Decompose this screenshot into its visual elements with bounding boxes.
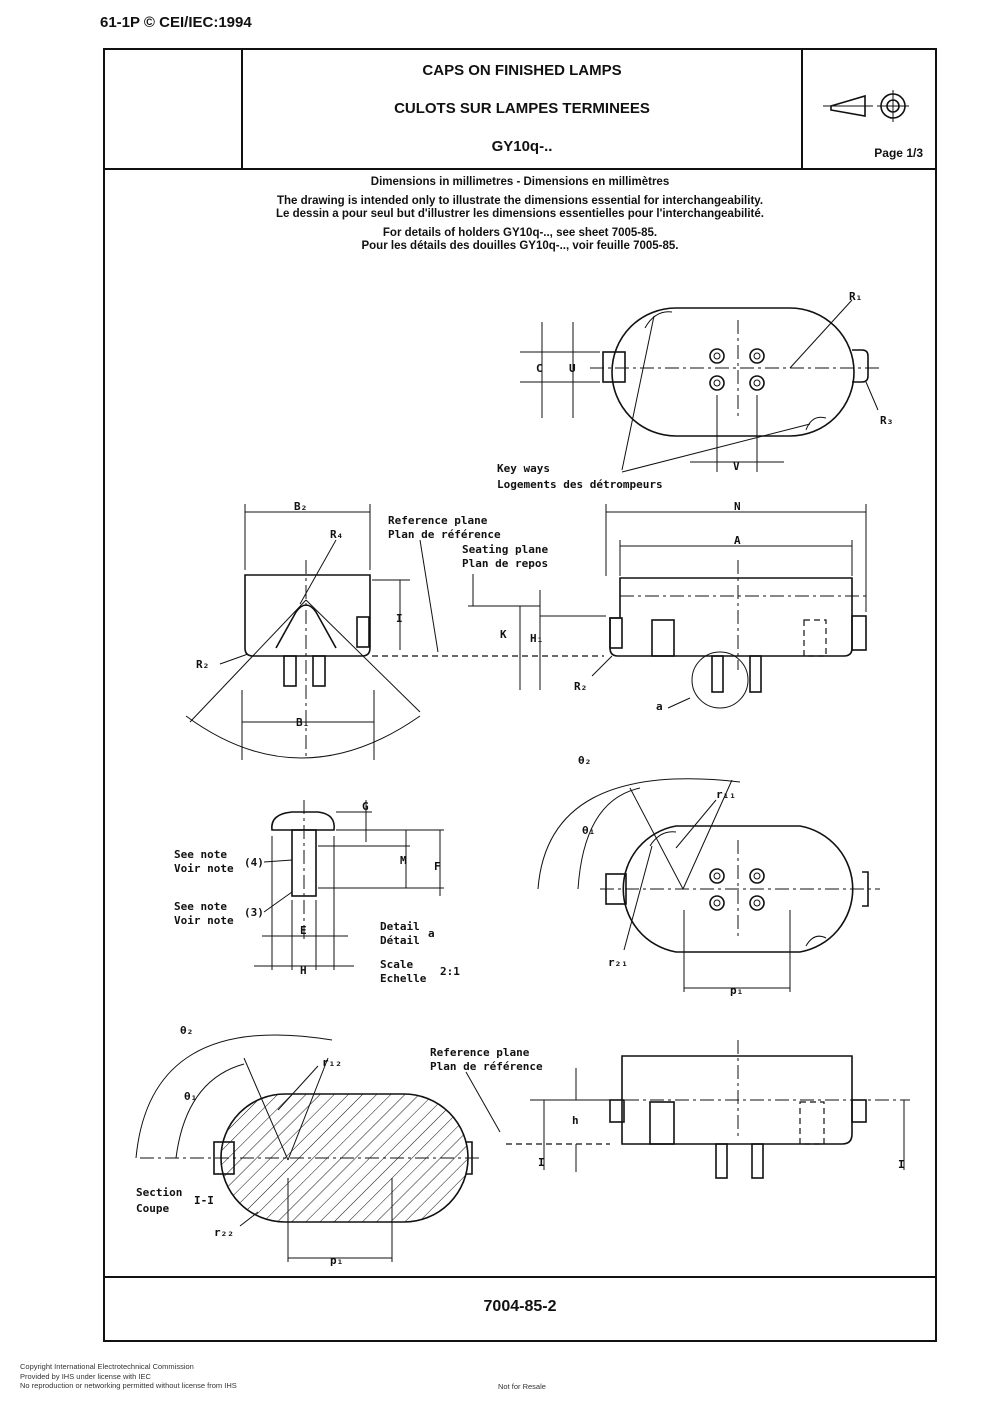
label-section-id: I-I <box>194 1194 214 1207</box>
title-french: CULOTS SUR LAMPES TERMINEES <box>394 100 650 117</box>
purpose-note-fr: Le dessin a pour seul but d'illustrer le… <box>276 208 764 220</box>
title-block-left-cell <box>105 50 243 168</box>
label-i-lower-left: I <box>538 1156 545 1169</box>
label-detail-fr: Détail <box>380 934 420 947</box>
label-note-3: (3) <box>244 906 264 919</box>
label-section-en: Section <box>136 1186 182 1199</box>
cap-top-view <box>520 299 880 473</box>
label-h1: H₁ <box>530 632 543 645</box>
label-p1-upper: p₁ <box>730 984 743 997</box>
label-r11: r₁₁ <box>716 788 736 801</box>
holders-note-fr: Pour les détails des douilles GY10q-.., … <box>361 240 679 252</box>
label-seat-plane-fr: Plan de repos <box>462 557 548 570</box>
label-note-4: (4) <box>244 856 264 869</box>
cap-side-view-lower <box>465 1040 910 1179</box>
holders-note-en: For details of holders GY10q-.., see she… <box>382 227 658 239</box>
label-g: G <box>362 800 369 813</box>
label-ref-plane-fr-lower: Plan de référence <box>430 1060 543 1073</box>
label-scale-fr: Echelle <box>380 972 427 985</box>
label-b2: B₂ <box>294 500 307 513</box>
copyright-line-3: No reproduction or networking permitted … <box>20 1381 237 1390</box>
label-key-ways-fr: Logements des détrompeurs <box>497 478 663 491</box>
label-detail-a-marker: a <box>656 700 663 713</box>
label-scale-en: Scale <box>380 958 413 971</box>
standard-sheet: CAPS ON FINISHED LAMPS CULOTS SUR LAMPES… <box>103 48 937 1342</box>
label-key-ways-en: Key ways <box>497 462 550 475</box>
label-theta2-section: θ₂ <box>180 1024 193 1037</box>
not-for-resale-notice: Not for Resale <box>498 1382 546 1391</box>
label-section-fr: Coupe <box>136 1202 169 1215</box>
cap-side-view <box>591 504 867 709</box>
copyright-line-2: Provided by IHS under license with IEC <box>20 1371 151 1381</box>
label-i-lower-right: I <box>898 1158 905 1171</box>
label-h: H <box>300 964 307 977</box>
label-c: C <box>536 362 543 375</box>
label-r21: r₂₁ <box>608 956 628 969</box>
drawing-notes: Dimensions in millimetres - Dimensions e… <box>105 176 935 253</box>
label-seat-plane-en: Seating plane <box>462 543 548 556</box>
label-see-note-en-2: See note <box>174 900 227 913</box>
label-scale-value: 2:1 <box>440 965 460 978</box>
label-r2-end: R₂ <box>196 658 209 671</box>
purpose-note-en: The drawing is intended only to illustra… <box>276 195 764 207</box>
label-theta2: θ₂ <box>578 754 591 767</box>
page-number: Page 1/3 <box>874 146 923 160</box>
label-see-note-fr-2: Voir note <box>174 914 234 927</box>
label-detail-en: Detail <box>380 920 420 933</box>
label-detail-a: a <box>428 927 435 940</box>
label-ref-plane-fr: Plan de référence <box>388 528 501 541</box>
label-n: N <box>734 500 741 513</box>
title-block: CAPS ON FINISHED LAMPS CULOTS SUR LAMPES… <box>105 50 935 170</box>
label-theta1: θ₁ <box>582 824 595 837</box>
label-e: E <box>300 924 307 937</box>
label-p1-section: p₁ <box>330 1254 343 1267</box>
section-view <box>135 1034 480 1262</box>
label-r2-side: R₂ <box>574 680 587 693</box>
title-block-center: CAPS ON FINISHED LAMPS CULOTS SUR LAMPES… <box>243 50 803 168</box>
label-u: U <box>569 362 576 375</box>
title-block-right: Page 1/3 <box>803 50 935 168</box>
label-k: K <box>500 628 507 641</box>
label-ref-plane-en: Reference plane <box>388 514 488 527</box>
label-r4: R₄ <box>330 528 343 541</box>
label-h-lower: h <box>572 1114 579 1127</box>
label-theta1-section: θ₁ <box>184 1090 197 1103</box>
pin-detail <box>254 800 444 970</box>
sheet-number: 7004-85-2 <box>483 1298 557 1315</box>
cap-angle-view <box>537 778 880 992</box>
label-a-dim: A <box>734 534 741 547</box>
document-reference: 61-1P © CEI/IEC:1994 <box>100 14 252 31</box>
projection-symbol-icon <box>823 90 909 122</box>
label-f: F <box>434 860 441 873</box>
label-r1: R₁ <box>849 290 862 303</box>
label-r12: r₁₂ <box>322 1056 342 1069</box>
cap-designation: GY10q-.. <box>491 138 553 155</box>
label-see-note-en-1: See note <box>174 848 227 861</box>
copyright-line-1: Copyright International Electrotechnical… <box>20 1362 194 1371</box>
copyright-notice: Copyright International Electrotechnical… <box>20 1362 237 1391</box>
cap-end-view <box>185 504 421 760</box>
label-r3: R₃ <box>880 414 893 427</box>
title-english: CAPS ON FINISHED LAMPS <box>422 62 622 79</box>
label-v: V <box>733 460 740 473</box>
label-r22: r₂₂ <box>214 1226 234 1239</box>
label-see-note-fr-1: Voir note <box>174 862 234 875</box>
label-ref-plane-en-lower: Reference plane <box>430 1046 530 1059</box>
label-m: M <box>400 854 407 867</box>
label-b1: B₁ <box>296 716 309 729</box>
dimension-units-note: Dimensions in millimetres - Dimensions e… <box>370 176 670 188</box>
label-i-end: I <box>396 612 403 625</box>
footer-block: 7004-85-2 <box>105 1276 935 1340</box>
